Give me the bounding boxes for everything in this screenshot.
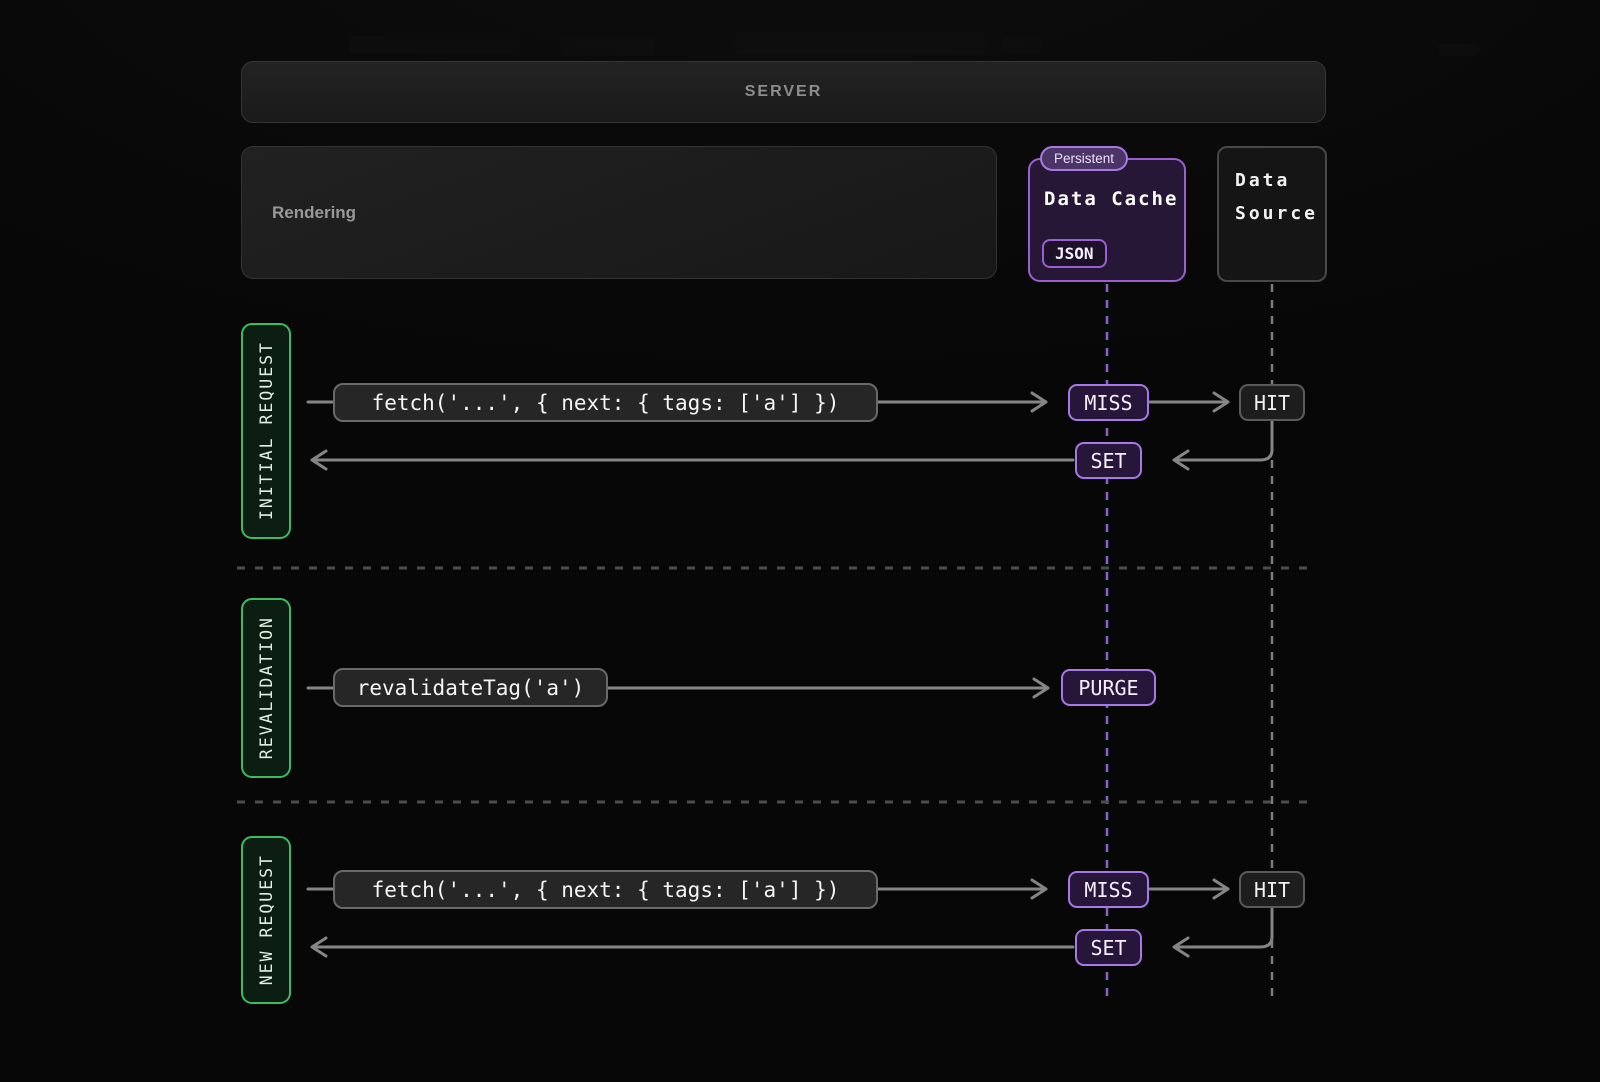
section-label-revalidation: REVALIDATION: [241, 598, 291, 778]
faded-artifact: [560, 38, 655, 56]
faded-artifact: [1003, 37, 1041, 54]
arrow-initial-return-to-rendering: [310, 449, 1075, 471]
initial-fetch-pill: fetch('...', { next: { tags: ['a'] }): [333, 383, 878, 422]
arrow-new-source-to-set: [1172, 907, 1274, 958]
section-label-initial-request: INITIAL REQUEST: [241, 323, 291, 539]
arrow-new-return-to-rendering: [310, 936, 1075, 958]
rendering-label: Rendering: [272, 202, 357, 222]
section-label-new-request: NEW REQUEST: [241, 836, 291, 1004]
data-source-box: Data Source: [1217, 146, 1327, 282]
purge-badge: PURGE: [1061, 669, 1156, 706]
new-hit-badge: HIT: [1239, 871, 1305, 908]
new-set-badge: SET: [1075, 929, 1142, 966]
persistent-badge: Persistent: [1040, 146, 1129, 171]
server-box: SERVER: [241, 61, 1326, 123]
revalidate-tag-pill: revalidateTag('a'): [333, 668, 608, 707]
initial-set-badge: SET: [1075, 442, 1142, 479]
data-source-title: Data Source: [1235, 170, 1319, 224]
arrow-initial-source-to-set: [1172, 420, 1274, 471]
initial-hit-badge: HIT: [1239, 384, 1305, 421]
server-label: SERVER: [744, 83, 823, 100]
arrow-new-cache-to-source: [1148, 878, 1230, 900]
arrow-initial-cache-to-source: [1148, 391, 1230, 413]
faded-artifact: [735, 32, 985, 55]
arrow-new-fetch-to-cache: [876, 878, 1048, 900]
rendering-box: Rendering: [241, 146, 997, 279]
arrow-revalidate-to-purge: [606, 677, 1050, 699]
arrow-initial-fetch-to-cache: [876, 391, 1048, 413]
data-cache-box: Persistent Data Cache JSON: [1028, 146, 1186, 282]
faded-artifact: [1438, 44, 1480, 56]
new-fetch-pill: fetch('...', { next: { tags: ['a'] }): [333, 870, 878, 909]
json-chip: JSON: [1042, 239, 1107, 268]
new-miss-badge: MISS: [1068, 871, 1149, 908]
data-cache-title: Data Cache: [1044, 188, 1179, 210]
faded-artifact: [350, 36, 520, 53]
initial-miss-badge: MISS: [1068, 384, 1149, 421]
